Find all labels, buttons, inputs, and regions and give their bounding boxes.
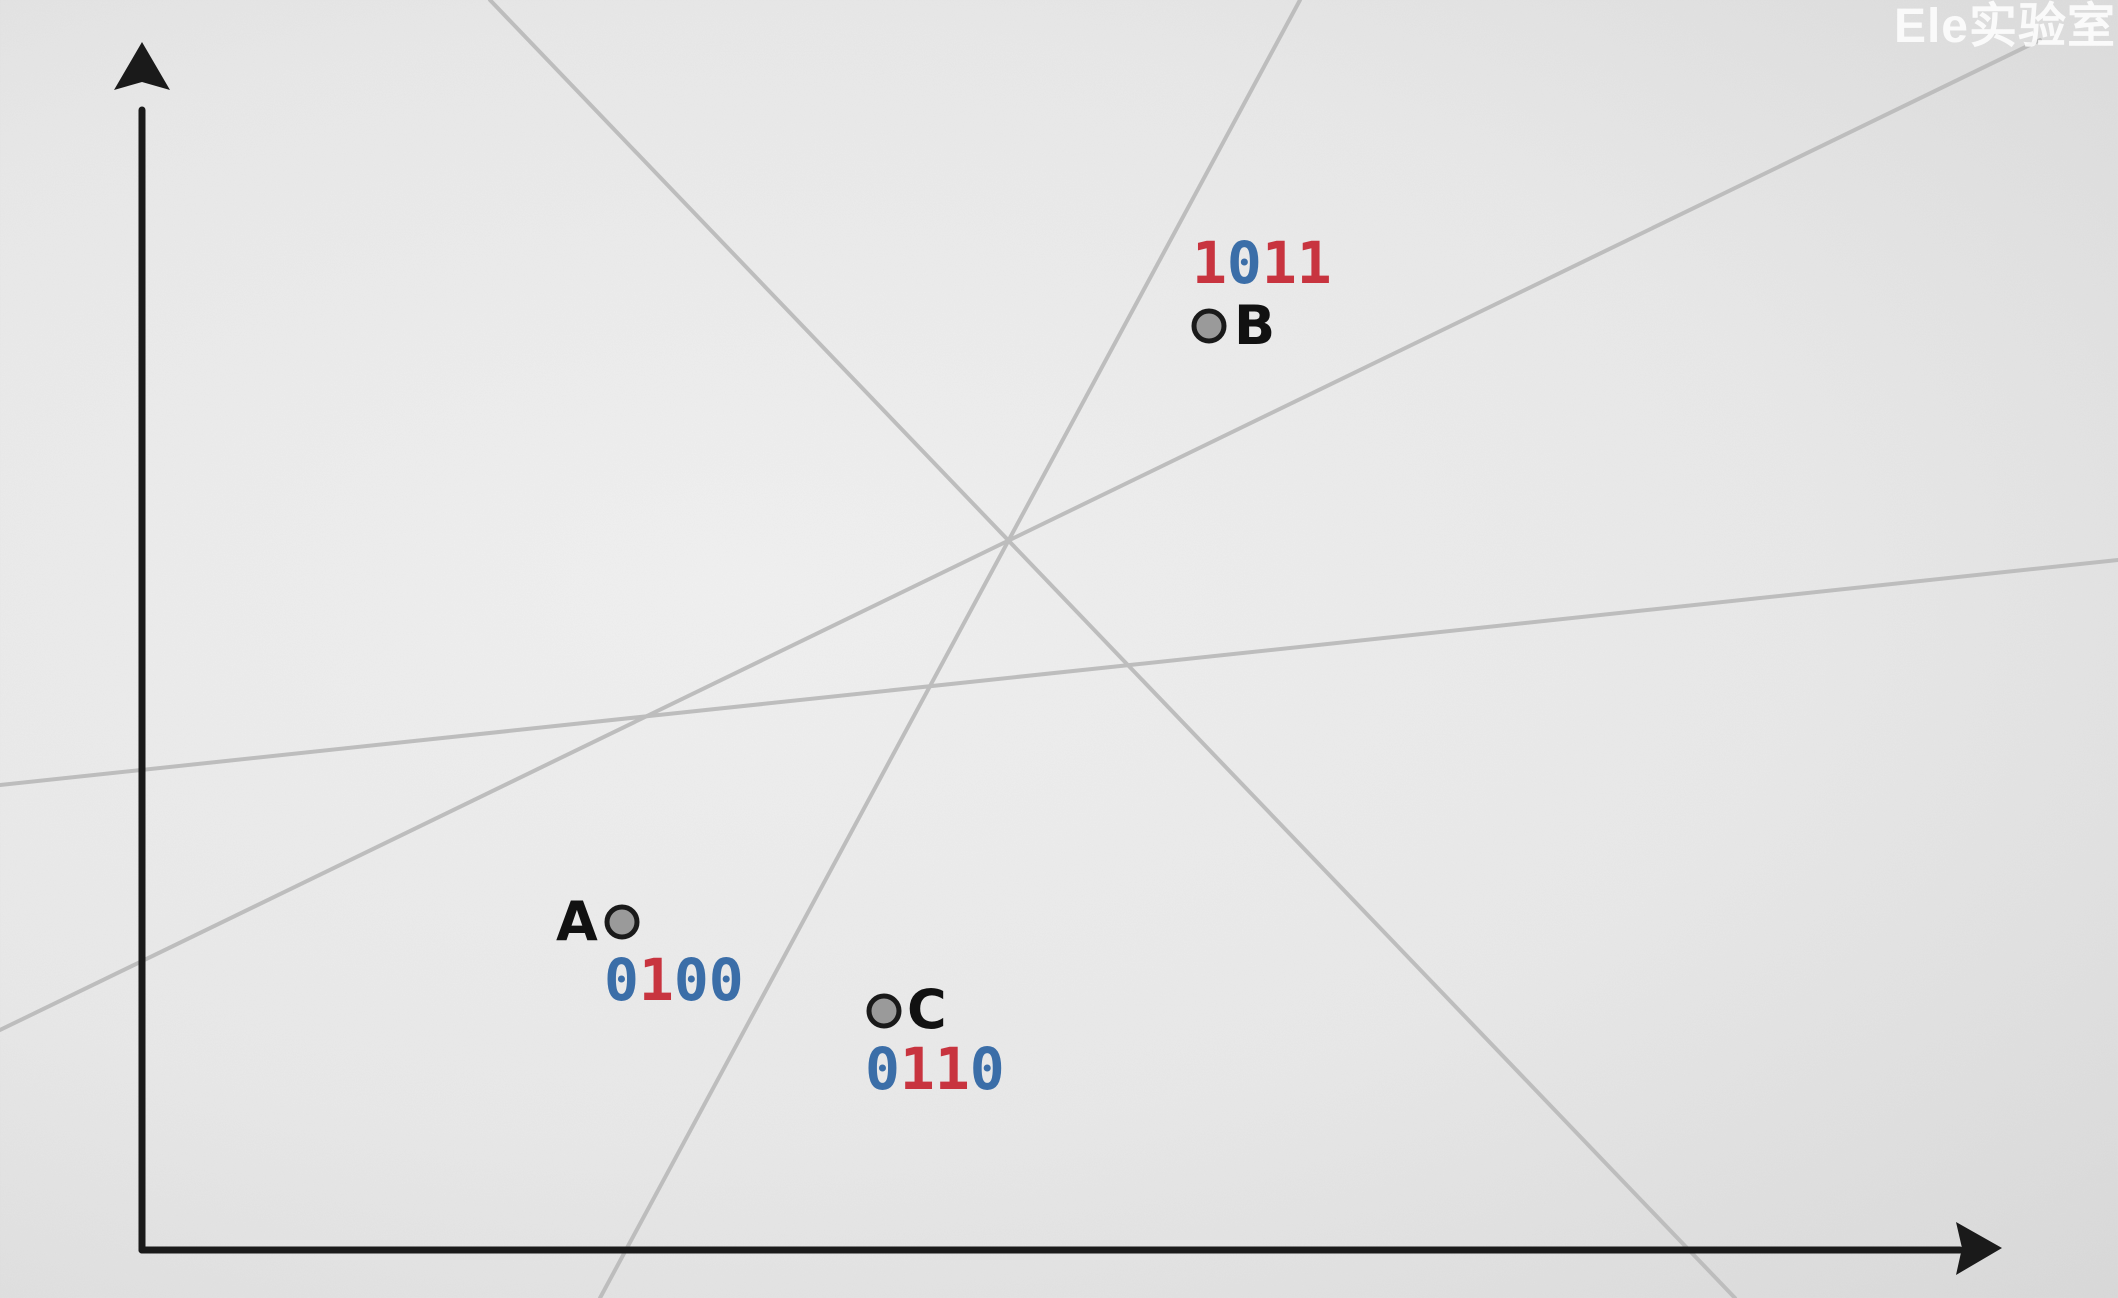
axes: [114, 42, 2002, 1275]
code-bit: 0: [604, 946, 639, 1014]
watermark: Ele实验室: [1893, 0, 2116, 53]
code-bit: 0: [1226, 229, 1262, 297]
code-bit: 1: [1192, 229, 1227, 297]
x-axis-arrow-icon: [1956, 1222, 2002, 1275]
point-b-marker: [1191, 308, 1227, 344]
code-bit: 1: [899, 1035, 935, 1103]
point-c-code: 0110: [865, 1040, 1005, 1098]
y-axis-arrow-icon: [114, 42, 170, 90]
point-a-marker: [604, 904, 640, 940]
code-bit: 0: [673, 946, 709, 1014]
code-bit: 1: [1296, 229, 1332, 297]
code-bit: 1: [1261, 229, 1297, 297]
code-bit: 1: [934, 1035, 970, 1103]
code-bit: 0: [969, 1035, 1005, 1103]
hyperplane-line-4: [0, 558, 2118, 787]
hyperplane-line-3: [0, 38, 2042, 1032]
code-bit: 0: [708, 946, 744, 1014]
point-c-marker: [866, 993, 902, 1029]
hyperplane-line-1: [488, 0, 1737, 1298]
point-c-label: C: [907, 978, 947, 1041]
point-b-label: B: [1234, 294, 1276, 357]
hyperplane-line-2: [598, 0, 1302, 1298]
point-a-code: 0100: [604, 951, 744, 1009]
point-b-code: 1011: [1192, 234, 1332, 292]
code-bit: 0: [865, 1035, 900, 1103]
code-bit: 1: [638, 946, 674, 1014]
point-a-label: A: [556, 890, 598, 953]
